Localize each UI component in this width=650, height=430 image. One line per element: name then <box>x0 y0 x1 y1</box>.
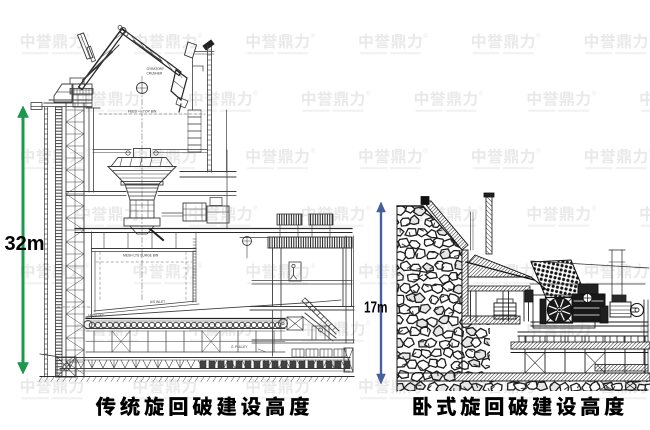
svg-text:32m: 32m <box>5 233 45 255</box>
svg-text:GYRATORY: GYRATORY <box>147 67 165 71</box>
svg-text:A/S INLET: A/S INLET <box>150 300 165 304</box>
svg-text:12 PULLEY: 12 PULLEY <box>88 313 104 317</box>
svg-text:FEED +/- TOP BIN: FEED +/- TOP BIN <box>128 110 157 114</box>
svg-text:G. PULLEY: G. PULLEY <box>231 345 248 349</box>
svg-text:MESH LTS SURGE BIN: MESH LTS SURGE BIN <box>123 254 159 258</box>
svg-text:CRUSHER: CRUSHER <box>147 72 163 76</box>
svg-text:17m: 17m <box>364 299 388 316</box>
